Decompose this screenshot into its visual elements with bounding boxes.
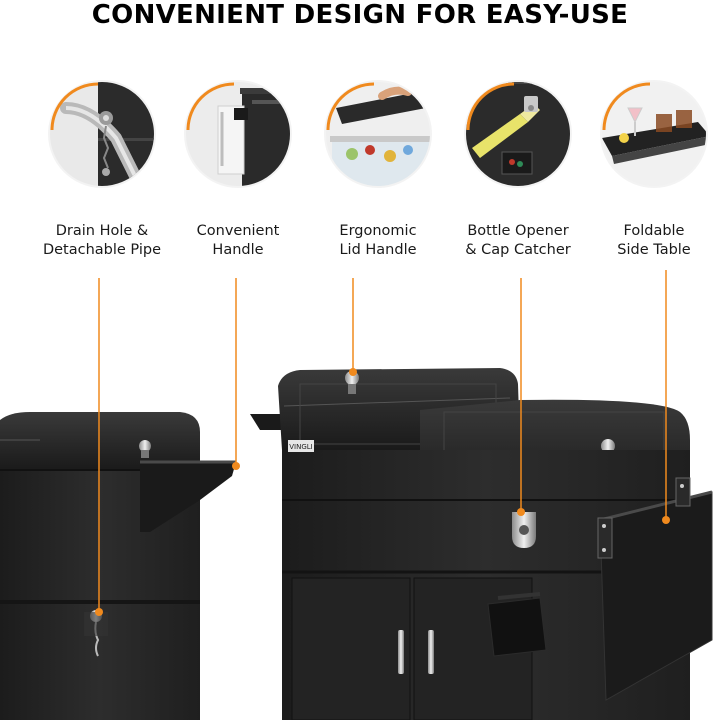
side-handle-icon	[182, 78, 294, 190]
feature-handle-caption: Convenient Handle	[196, 223, 280, 258]
feature-lid-caption: Ergonomic Lid Handle	[339, 223, 417, 258]
brand-badge: VINGLI	[289, 443, 312, 451]
left-cart-view	[0, 412, 236, 720]
side-table-icon	[598, 78, 710, 190]
main-cart-view: VINGLI	[250, 368, 713, 720]
page-title: CONVENIENT DESIGN FOR EASY-USE	[91, 0, 629, 30]
feature-drain-caption: Drain Hole & Detachable Pipe	[42, 223, 162, 258]
feature-table-caption: Foldable Side Table	[617, 223, 691, 258]
bottle-opener-icon	[462, 78, 574, 190]
lid-handle-icon	[322, 78, 434, 190]
drain-pipe-icon	[46, 78, 158, 190]
feature-opener-caption: Bottle Opener & Cap Catcher	[465, 223, 571, 258]
